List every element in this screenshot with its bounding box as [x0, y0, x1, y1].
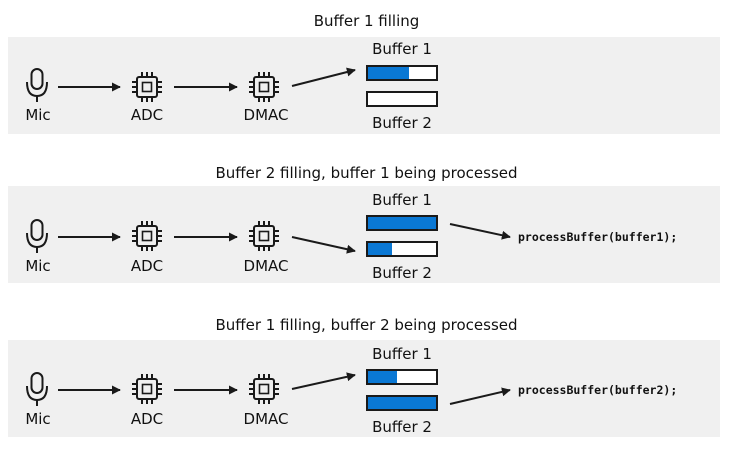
stage-1-title: Buffer 1 filling — [313, 12, 420, 30]
stage-3-adc-chip-icon — [131, 373, 163, 405]
stage-3-buffer2-label: Buffer 2 — [372, 418, 432, 436]
stage-2-adc-chip-icon — [131, 220, 163, 252]
stage-2-graphics — [26, 219, 511, 254]
stage-3-process-call: processBuffer(buffer2); — [518, 383, 678, 397]
stage-1-mic-label: Mic — [25, 106, 51, 124]
stage-2-dmac-chip-icon — [248, 220, 280, 252]
stage-2-buffer2-fill — [368, 243, 392, 255]
stage-3-arrow-dmac-buffer1 — [291, 372, 356, 390]
stage-1-buffer2 — [366, 91, 438, 107]
stage-3-dmac-chip-icon — [248, 373, 280, 405]
stage-1-microphone-icon — [26, 68, 48, 103]
stage-3-microphone-icon — [26, 372, 48, 407]
stage-1-dmac-chip-icon — [248, 71, 280, 103]
stage-1-adc-chip-icon — [131, 71, 163, 103]
stage-3-panel — [8, 340, 720, 437]
stage-3-buffer1 — [366, 369, 438, 385]
stage-2-process-call: processBuffer(buffer1); — [518, 230, 678, 244]
stage-1-panel — [8, 37, 720, 134]
stage-1-dmac-label: DMAC — [243, 106, 289, 124]
stage-1-buffer2-label: Buffer 2 — [372, 114, 432, 132]
stage-3-buffer2-fill — [368, 397, 436, 409]
stage-2-buffer2 — [366, 241, 438, 257]
stage-2-arrow-buffer1-process — [449, 223, 511, 240]
stage-1-buffer1 — [366, 65, 438, 81]
stage-2-mic-label: Mic — [25, 257, 51, 275]
stage-2-microphone-icon — [26, 219, 48, 254]
stage-2-buffer2-label: Buffer 2 — [372, 264, 432, 282]
stage-3-title: Buffer 1 filling, buffer 2 being process… — [215, 316, 518, 334]
stage-3-buffer1-fill — [368, 371, 397, 383]
stage-1-buffer1-label: Buffer 1 — [372, 40, 432, 58]
stage-1-adc-label: ADC — [130, 106, 164, 124]
stage-2-dmac-label: DMAC — [243, 257, 289, 275]
stage-1-graphics — [26, 67, 356, 103]
stage-1-buffer1-fill — [368, 67, 409, 79]
stage-3-dmac-label: DMAC — [243, 410, 289, 428]
stage-2-buffer1-fill — [368, 217, 436, 229]
stage-3-arrow-buffer2-process — [449, 387, 511, 405]
stage-3-mic-label: Mic — [25, 410, 51, 428]
stage-2-adc-label: ADC — [130, 257, 164, 275]
stage-3-graphics — [26, 372, 511, 407]
stage-2-arrow-dmac-buffer2 — [291, 236, 356, 254]
stage-2-title: Buffer 2 filling, buffer 1 being process… — [215, 164, 518, 182]
stage-1-arrow-dmac-buffer1 — [291, 67, 356, 87]
stage-2-panel — [8, 186, 720, 283]
stage-3-buffer2 — [366, 395, 438, 411]
stage-2-buffer1 — [366, 215, 438, 231]
stage-3-buffer1-label: Buffer 1 — [372, 345, 432, 363]
stage-3-adc-label: ADC — [130, 410, 164, 428]
stage-2-buffer1-label: Buffer 1 — [372, 191, 432, 209]
